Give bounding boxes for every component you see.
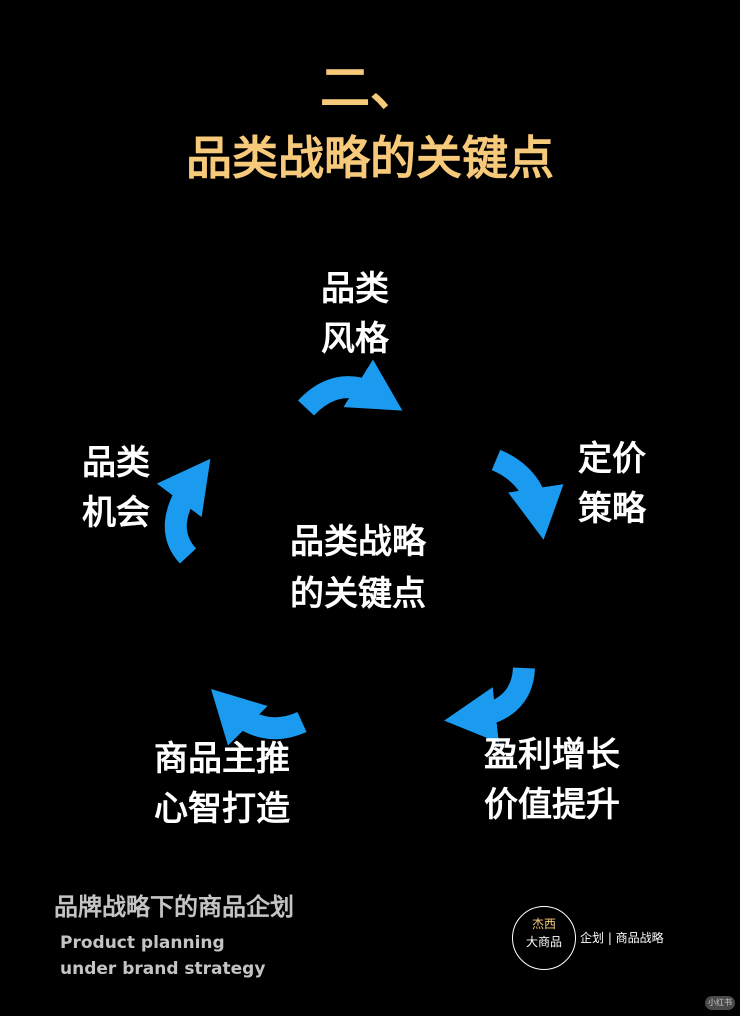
node-profit-growth-line1: 盈利增长	[484, 735, 620, 775]
center-label-line1: 品类战略	[290, 522, 426, 562]
node-product-focus: 商品主推 心智打造	[154, 734, 290, 834]
arrow-left-top	[156, 458, 211, 564]
arrow-left-bottom	[211, 689, 307, 746]
footer-subtitle-en-line1: Product planning	[60, 933, 225, 953]
brand-logo-badge: 杰西 大商品	[512, 906, 576, 970]
center-label: 品类战略 的关键点	[260, 516, 456, 620]
node-product-focus-line2: 心智打造	[154, 789, 290, 829]
arrow-right-top	[491, 449, 564, 540]
section-number: 二、	[320, 59, 420, 117]
node-category-style: 品类 风格	[321, 264, 389, 364]
center-label-line2: 的关键点	[290, 574, 426, 614]
node-category-style-line1: 品类	[321, 269, 389, 309]
node-profit-growth: 盈利增长 价值提升	[484, 730, 620, 830]
node-profit-growth-line2: 价值提升	[484, 785, 620, 825]
node-category-opportunity-line2: 机会	[82, 493, 150, 533]
watermark-badge: 小红书	[705, 996, 735, 1010]
arrow-right-bottom	[444, 666, 535, 743]
footer-subtitle-cn: 品牌战略下的商品企划	[54, 893, 294, 921]
node-pricing-strategy: 定价 策略	[578, 434, 646, 534]
node-product-focus-line1: 商品主推	[154, 739, 290, 779]
node-category-style-line2: 风格	[321, 319, 389, 359]
arrow-top	[298, 359, 403, 416]
node-pricing-strategy-line2: 策略	[578, 489, 646, 529]
page-title: 品类战略的关键点	[186, 131, 554, 185]
badge-bottom-text: 大商品	[525, 935, 562, 949]
node-category-opportunity-line1: 品类	[82, 443, 150, 483]
badge-side-text: 企划 | 商品战略	[580, 931, 664, 945]
badge-top-text: 杰西	[531, 917, 556, 931]
footer-subtitle-en-line2: under brand strategy	[60, 959, 266, 979]
node-pricing-strategy-line1: 定价	[578, 439, 646, 479]
node-category-opportunity: 品类 机会	[82, 438, 150, 538]
